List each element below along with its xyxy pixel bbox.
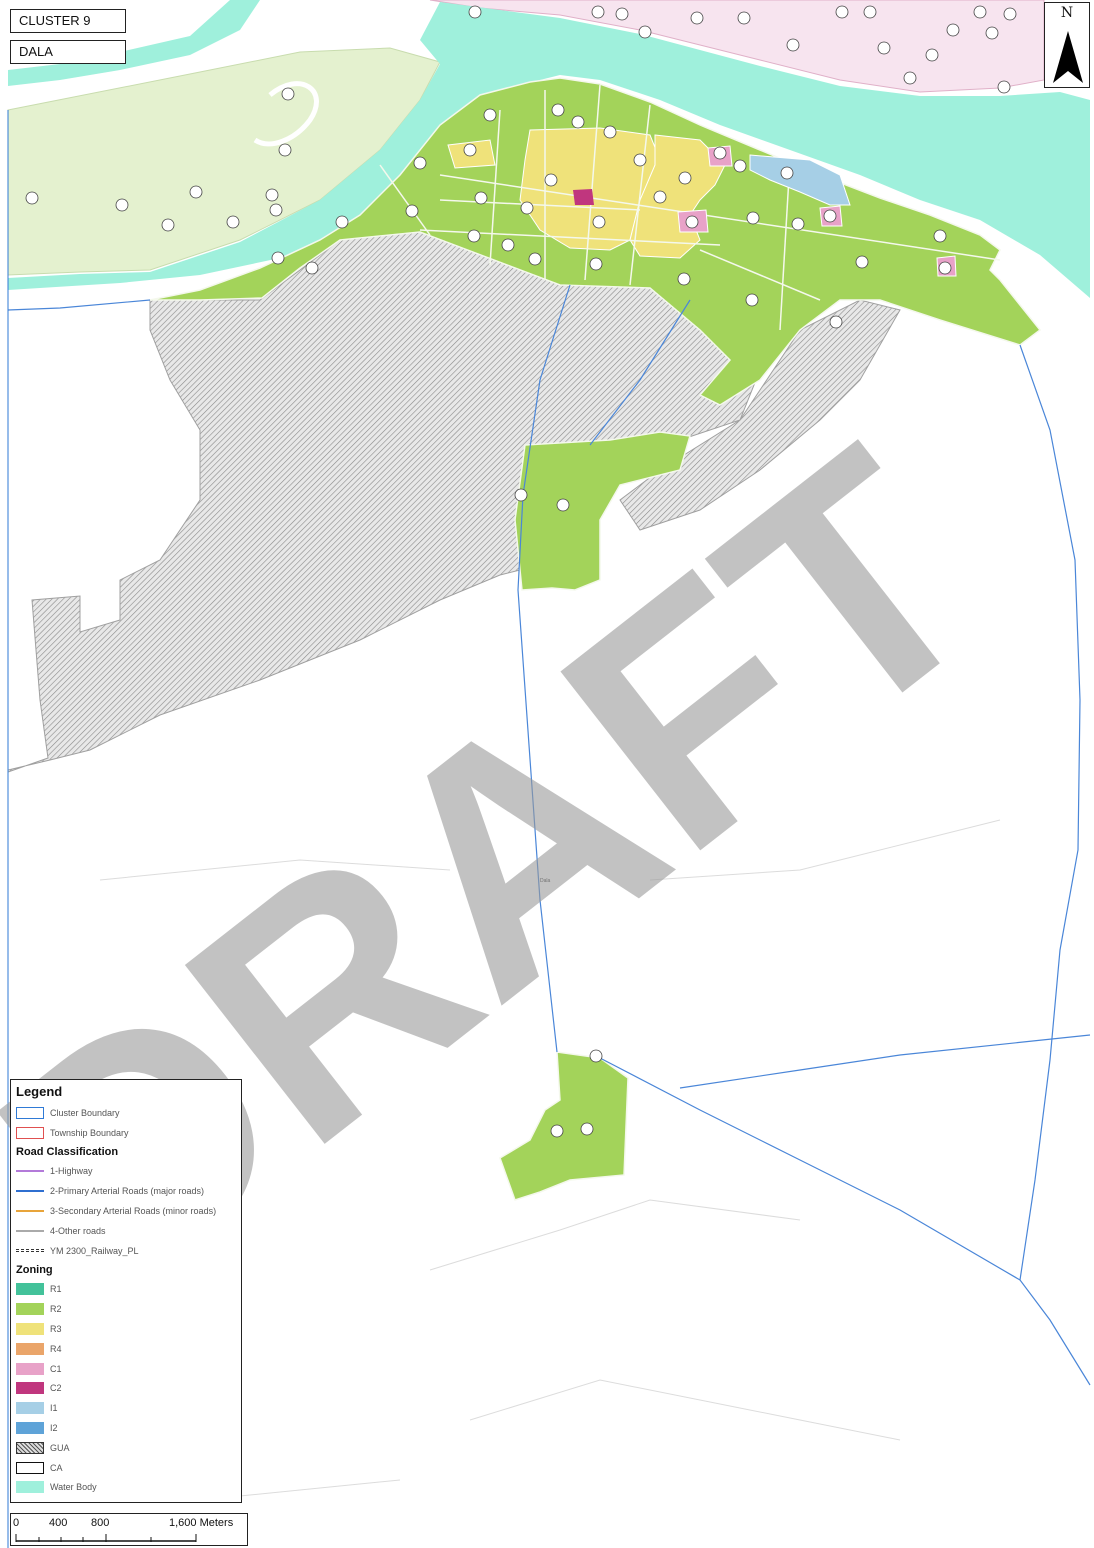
- legend-zone-item: R2: [16, 1299, 236, 1319]
- legend-road-item: 3-Secondary Arterial Roads (minor roads): [16, 1201, 236, 1221]
- map-title-place: DALA: [10, 40, 126, 64]
- legend-zone-label: I1: [50, 1403, 58, 1414]
- c2-patch: [573, 189, 594, 205]
- legend-zone-item: C2: [16, 1379, 236, 1399]
- legend-road-symbol: [16, 1190, 44, 1193]
- scale-bar: 0 400 800 1,600 Meters: [10, 1513, 248, 1546]
- legend-zone-label: C1: [50, 1363, 62, 1374]
- legend-road-title: Road Classification: [16, 1145, 119, 1158]
- legend-road-item: 2-Primary Arterial Roads (major roads): [16, 1181, 236, 1201]
- legend-boundary-item: Cluster Boundary: [16, 1103, 236, 1123]
- primary-roads: [7, 284, 1091, 1386]
- map-title-cluster: CLUSTER 9: [10, 9, 126, 33]
- r2-south-2: [499, 1051, 629, 1201]
- legend-zone-symbol: [16, 1362, 44, 1375]
- legend-zoning-title: Zoning: [16, 1263, 53, 1276]
- legend-zone-item: I2: [16, 1418, 236, 1438]
- legend-road-label: 3-Secondary Arterial Roads (minor roads): [50, 1206, 217, 1217]
- r3-core: [519, 127, 661, 251]
- road-label: Dala: [540, 878, 551, 884]
- legend-road-label: 2-Primary Arterial Roads (major roads): [50, 1186, 205, 1197]
- legend-road-label: 1-Highway: [50, 1166, 93, 1177]
- legend-road-symbol: [16, 1229, 44, 1232]
- oxbow: [253, 81, 319, 147]
- scale-tick-400: 400: [49, 1517, 68, 1529]
- legend-zone-symbol: [16, 1461, 44, 1474]
- legend-zone-label: Water Body: [50, 1482, 97, 1493]
- scale-tick-1600: 1,600 Meters: [169, 1517, 234, 1529]
- river: [8, 2, 1090, 298]
- legend-title: Legend: [16, 1084, 63, 1099]
- north-arrow: N: [1044, 2, 1090, 88]
- legend-zone-item: I1: [16, 1398, 236, 1418]
- i1-zone: [749, 154, 851, 206]
- legend-zone-symbol: [16, 1303, 44, 1316]
- legend-zone-symbol: [16, 1283, 44, 1296]
- legend-zone-label: R4: [50, 1343, 62, 1354]
- legend-zone-item: GUA: [16, 1438, 236, 1458]
- legend-zone-item: CA: [16, 1458, 236, 1478]
- legend-boundary-label: Cluster Boundary: [50, 1107, 120, 1118]
- legend-zone-label: GUA: [50, 1442, 70, 1453]
- river-inlet: [8, 0, 260, 86]
- legend-road-item: 4-Other roads: [16, 1221, 236, 1241]
- scale-tick-800: 800: [91, 1517, 110, 1529]
- legend-zone-label: R1: [50, 1284, 62, 1295]
- legend-zone-item: R3: [16, 1319, 236, 1339]
- legend-road-symbol: [16, 1210, 44, 1213]
- gua-strip: [619, 299, 901, 531]
- zone-markers: [25, 5, 1017, 1138]
- legend-zone-symbol: [16, 1422, 44, 1435]
- legend-zone-label: I2: [50, 1423, 58, 1434]
- legend-boundary-item: Township Boundary: [16, 1123, 236, 1143]
- legend-zone-label: R2: [50, 1304, 62, 1315]
- legend-road-item: YM 2300_Railway_PL: [16, 1241, 236, 1261]
- legend-zone-symbol: [16, 1382, 44, 1395]
- legend-zone-symbol: [16, 1323, 44, 1336]
- legend-zone-item: R4: [16, 1339, 236, 1359]
- legend-zone-label: C2: [50, 1383, 62, 1394]
- legend-road-label: 4-Other roads: [50, 1225, 106, 1236]
- scale-bar-graphic: [15, 1534, 197, 1542]
- north-letter: N: [1060, 5, 1074, 21]
- r2-south-1: [514, 431, 691, 591]
- legend-zone-label: CA: [50, 1462, 63, 1473]
- minor-roads: [99, 819, 1001, 1501]
- legend-zone-symbol: [16, 1342, 44, 1355]
- legend-boundary-symbol: [16, 1126, 44, 1139]
- legend-zone-symbol: [16, 1402, 44, 1415]
- legend-zone-item: C1: [16, 1359, 236, 1379]
- legend-road-item: 1-Highway: [16, 1162, 236, 1182]
- scale-tick-0: 0: [13, 1517, 20, 1529]
- legend-zone-item: R1: [16, 1280, 236, 1300]
- legend-zone-label: R3: [50, 1324, 62, 1335]
- legend-road-symbol: [16, 1170, 44, 1173]
- legend-zone-symbol: [16, 1481, 44, 1494]
- legend-boundary-symbol: [16, 1106, 44, 1119]
- legend-road-label: YM 2300_Railway_PL: [50, 1245, 139, 1256]
- legend-boundary-label: Township Boundary: [50, 1127, 129, 1138]
- legend-zone-item: Water Body: [16, 1478, 236, 1498]
- legend-zone-symbol: [16, 1441, 44, 1454]
- legend-road-symbol: [16, 1249, 44, 1253]
- north-arrow-icon: [1053, 31, 1083, 83]
